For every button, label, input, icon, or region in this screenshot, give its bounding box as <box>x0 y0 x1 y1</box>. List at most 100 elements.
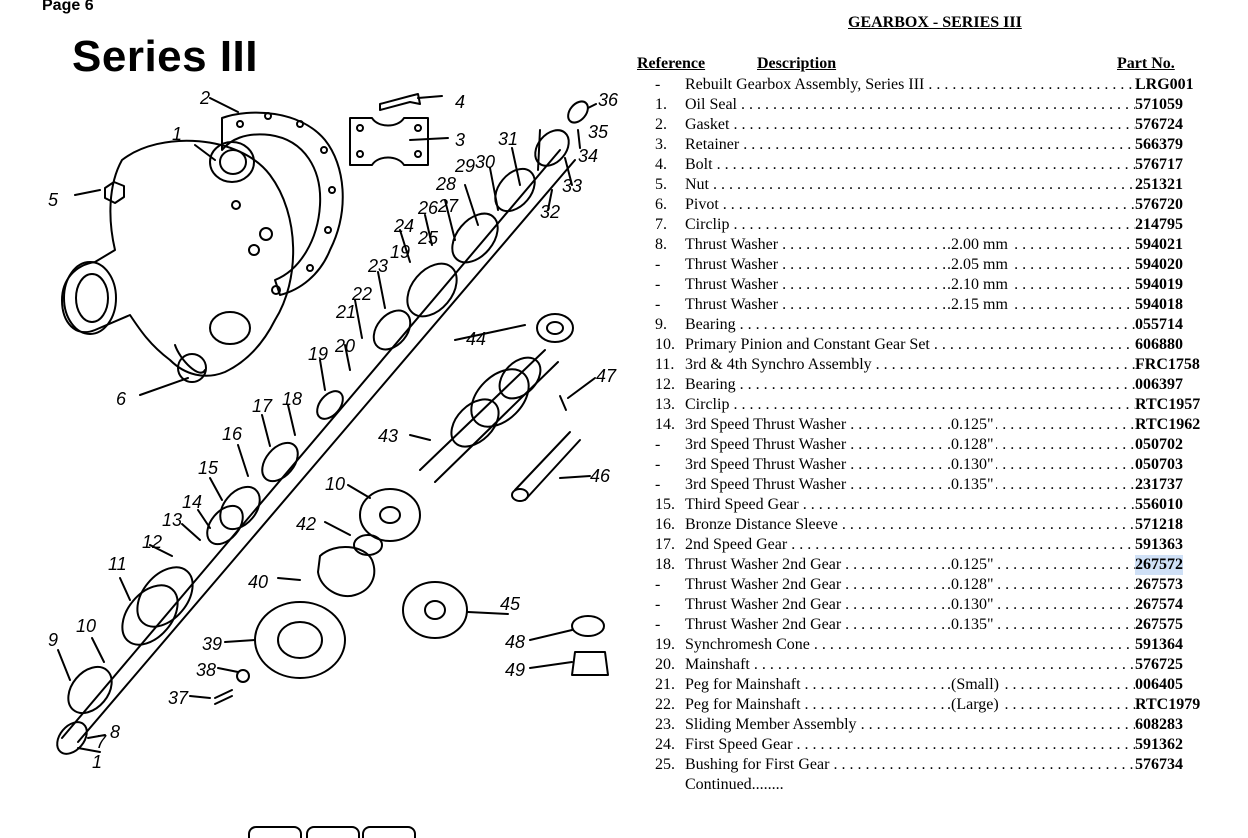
part-number[interactable]: RTC1957 <box>1135 395 1201 415</box>
callout-47: 47 <box>596 366 617 386</box>
part-number[interactable]: RTC1962 <box>1135 415 1201 435</box>
column-header-description: Description <box>757 55 837 72</box>
callout-30: 30 <box>475 152 495 172</box>
part-number[interactable]: 594021 <box>1135 235 1183 255</box>
part-size: .(Small) <box>947 675 1001 695</box>
callout-10: 10 <box>76 616 96 636</box>
part-number[interactable]: 571218 <box>1135 515 1183 535</box>
part-number[interactable]: 267574 <box>1135 595 1183 615</box>
part-size: .0.128" <box>947 435 996 455</box>
washer-48 <box>571 615 605 637</box>
part-reference: 15. <box>655 496 675 513</box>
part-number[interactable]: 594018 <box>1135 295 1183 315</box>
parts-row: 11.3rd & 4th Synchro AssemblyFRC1758 <box>637 355 1207 375</box>
part-number[interactable]: 591363 <box>1135 535 1183 555</box>
callout-45: 45 <box>500 594 521 614</box>
page-number: Page 6 <box>42 0 94 14</box>
callout-24: 24 <box>393 216 414 236</box>
part-number[interactable]: 267575 <box>1135 615 1183 635</box>
callout-15: 15 <box>198 458 219 478</box>
parts-row: 9.Bearing055714 <box>637 315 1207 335</box>
part-reference: 21. <box>655 676 675 693</box>
part-number[interactable]: 251321 <box>1135 175 1183 195</box>
parts-row: 14.3rd Speed Thrust Washer.0.125"RTC1962 <box>637 415 1207 435</box>
part-number[interactable]: 556010 <box>1135 495 1183 515</box>
callout-23: 23 <box>367 256 388 276</box>
callout-43: 43 <box>378 426 398 446</box>
callout-28: 28 <box>435 174 456 194</box>
callout-32: 32 <box>540 202 560 222</box>
part-reference: 8. <box>655 236 667 253</box>
pin <box>559 395 567 411</box>
callout-40: 40 <box>248 572 268 592</box>
part-number[interactable]: 050702 <box>1135 435 1183 455</box>
callout-22: 22 <box>351 284 372 304</box>
callout-11: 11 <box>108 554 127 574</box>
part-number[interactable]: 591362 <box>1135 735 1183 755</box>
part-number[interactable]: LRG001 <box>1135 75 1194 95</box>
part-description: Bushing for First Gear <box>685 755 1183 775</box>
part-reference: 20. <box>655 656 675 673</box>
part-number[interactable]: 606880 <box>1135 335 1183 355</box>
part-number[interactable]: 055714 <box>1135 315 1183 335</box>
callout-17: 17 <box>252 396 273 416</box>
part-description: Pivot <box>685 195 1183 215</box>
bearing-44 <box>536 313 574 343</box>
callout-6: 6 <box>116 389 127 409</box>
parts-row: 10.Primary Pinion and Constant Gear Set6… <box>637 335 1207 355</box>
gearbox-housing <box>61 139 295 377</box>
part-number[interactable]: RTC1979 <box>1135 695 1201 715</box>
part-number[interactable]: 591364 <box>1135 635 1183 655</box>
part-description: Thrust Washer 2nd Gear <box>685 615 1183 635</box>
parts-row: -Rebuilt Gearbox Assembly, Series IIILRG… <box>637 75 1207 95</box>
part-number[interactable]: 576720 <box>1135 195 1183 215</box>
part-number[interactable]: 267572 <box>1135 555 1183 575</box>
part-size: .0.125" <box>947 415 996 435</box>
parts-row: 20.Mainshaft576725 <box>637 655 1207 675</box>
callout-29: 29 <box>454 156 475 176</box>
parts-row: 3.Retainer566379 <box>637 135 1207 155</box>
part-size: .0.130" <box>947 455 996 475</box>
parts-row: 17.2nd Speed Gear591363 <box>637 535 1207 555</box>
bush-49 <box>571 651 609 676</box>
part-number[interactable]: 006397 <box>1135 375 1183 395</box>
part-number[interactable]: 576717 <box>1135 155 1183 175</box>
callout-1b: 1 <box>92 752 102 770</box>
part-number[interactable]: 566379 <box>1135 135 1183 155</box>
part-number[interactable]: 576725 <box>1135 655 1183 675</box>
parts-row: Continued........ <box>637 775 1207 795</box>
part-size: .0.130" <box>947 595 996 615</box>
part-reference: - <box>655 456 661 473</box>
part-number[interactable]: 006405 <box>1135 675 1183 695</box>
reverse-shaft <box>514 431 581 501</box>
callout-39: 39 <box>202 634 222 654</box>
callout-25: 25 <box>417 228 439 248</box>
part-number[interactable]: 231737 <box>1135 475 1183 495</box>
part-number[interactable]: 571059 <box>1135 95 1183 115</box>
part-number[interactable]: 576724 <box>1135 115 1183 135</box>
part-number[interactable]: 594020 <box>1135 255 1183 275</box>
part-number[interactable]: FRC1758 <box>1135 355 1200 375</box>
parts-row: -Thrust Washer 2nd Gear.0.130"267574 <box>637 595 1207 615</box>
part-number[interactable]: 608283 <box>1135 715 1183 735</box>
part-reference: - <box>655 616 661 633</box>
part-number[interactable]: 576734 <box>1135 755 1183 775</box>
parts-row: 19.Synchromesh Cone591364 <box>637 635 1207 655</box>
callout-2: 2 <box>199 88 210 108</box>
parts-row: 6.Pivot576720 <box>637 195 1207 215</box>
document-title: GEARBOX - SERIES III <box>848 14 1022 31</box>
part-number[interactable]: 594019 <box>1135 275 1183 295</box>
part-description: First Speed Gear <box>685 735 1183 755</box>
part-reference: - <box>655 296 661 313</box>
retainer <box>349 117 429 166</box>
part-number[interactable]: 050703 <box>1135 455 1183 475</box>
gear-10 <box>359 488 421 542</box>
part-number[interactable]: 267573 <box>1135 575 1183 595</box>
part-number[interactable]: 214795 <box>1135 215 1183 235</box>
callout-19b: 19 <box>390 242 410 262</box>
part-description: 3rd & 4th Synchro Assembly <box>685 355 1183 375</box>
callout-36: 36 <box>598 90 619 110</box>
part-description: Thrust Washer <box>685 255 1183 275</box>
